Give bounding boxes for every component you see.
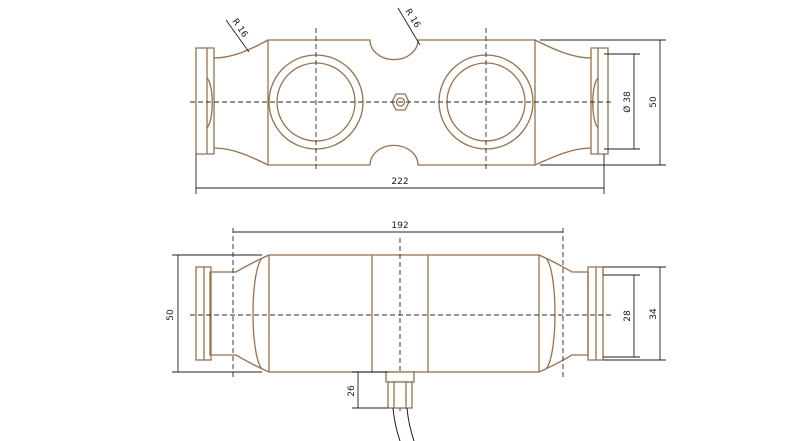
side-cable-gland-nut [387, 381, 413, 409]
top-right-end-cap [590, 47, 609, 155]
side-cable-right-edge [406, 407, 415, 441]
top-right-neck [534, 39, 592, 166]
side-right-neck [538, 254, 589, 373]
top-left-end-cap [195, 47, 215, 155]
side-cable-left-edge [392, 407, 401, 441]
side-inner-label: 28 [623, 310, 633, 322]
top-view: R 16 R 16 222 Ø 38 50 [190, 7, 666, 194]
side-left-neck-curve [252, 257, 263, 370]
top-radius-left-leader [225, 19, 250, 53]
side-view: 192 50 28 34 [166, 221, 666, 441]
side-height-label: 50 [166, 309, 176, 321]
top-radius-right-label: R 16 [402, 7, 422, 30]
top-left-neck [213, 39, 269, 166]
side-right-neck-curve [545, 257, 556, 370]
top-length-label: 222 [391, 177, 408, 187]
top-right-cap-groove [592, 77, 599, 129]
side-left-neck [209, 254, 270, 373]
top-bore-label: Ø 38 [622, 91, 633, 113]
side-cable-label: 26 [347, 385, 357, 397]
top-height-label: 50 [649, 96, 659, 108]
top-hex-nut-hole [395, 97, 406, 107]
side-body-outline [268, 254, 540, 373]
top-radius-right-leader [397, 7, 421, 46]
top-left-cap-groove [206, 77, 213, 129]
side-outer-label: 34 [649, 308, 659, 320]
side-cable-gland [385, 371, 415, 383]
side-span-label: 192 [391, 221, 408, 231]
